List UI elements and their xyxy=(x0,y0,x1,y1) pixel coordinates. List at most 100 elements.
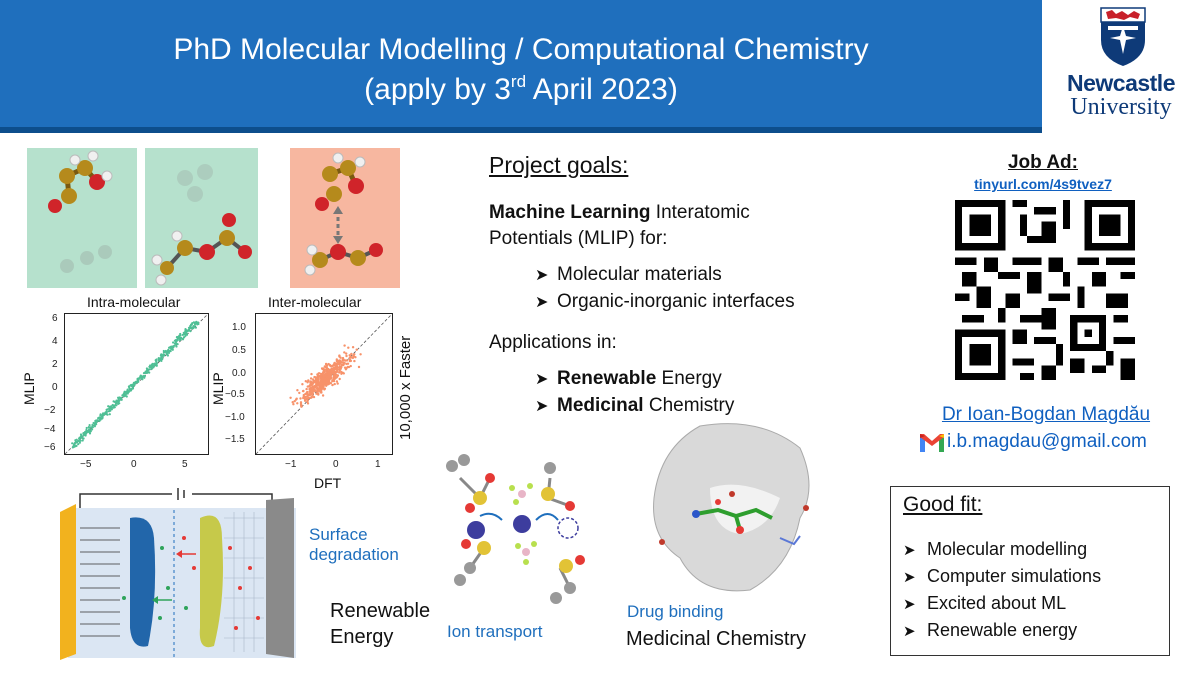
title-line-2: (apply by 3rd April 2023) xyxy=(364,72,678,106)
intra-point xyxy=(84,433,87,436)
inter-point xyxy=(302,393,305,397)
inter-point xyxy=(333,382,336,386)
inter-point xyxy=(339,360,342,363)
inter-point xyxy=(322,375,325,378)
intra-point xyxy=(87,426,90,429)
inter-point xyxy=(345,354,348,358)
intra-point xyxy=(106,413,109,416)
inter-point xyxy=(316,379,320,383)
inter-xtick: 1 xyxy=(375,459,381,470)
intra-point xyxy=(75,438,78,441)
job-ad-link[interactable]: tinyurl.com/4s9tvez7 xyxy=(974,176,1112,192)
intra-point xyxy=(125,391,128,394)
intra-point xyxy=(88,424,91,427)
intra-point xyxy=(117,402,120,405)
intra-point xyxy=(94,419,97,423)
inter-point xyxy=(327,375,330,378)
good-fit-box: Good fit: ➤Molecular modelling ➤Computer… xyxy=(890,486,1170,656)
inter-point xyxy=(344,359,347,362)
intra-point xyxy=(99,413,102,416)
arrow-bullet-icon: ➤ xyxy=(903,569,916,586)
inter-point xyxy=(299,397,302,400)
intra-point xyxy=(95,420,99,423)
intra-point xyxy=(131,387,135,390)
application-bullet: ➤Renewable Energy xyxy=(535,368,722,389)
inter-point xyxy=(312,380,315,384)
inter-point xyxy=(311,391,314,394)
fit-item: ➤Excited about ML xyxy=(903,593,1067,613)
inter-point xyxy=(317,393,320,396)
inter-point xyxy=(338,377,341,381)
contact-email[interactable]: i.b.magdau@gmail.com xyxy=(947,431,1147,452)
inter-point xyxy=(311,378,315,381)
mlip-description: Machine Learning Interatomic Potentials … xyxy=(489,202,750,249)
drug-binding-caption: Drug binding xyxy=(627,602,724,621)
university-logo: Newcastle University xyxy=(1042,0,1200,133)
inter-ytick: 0.0 xyxy=(232,368,246,379)
intra-point xyxy=(157,357,160,360)
intra-point xyxy=(98,419,101,422)
intra-xtick: 5 xyxy=(182,459,188,470)
intra-point xyxy=(77,443,80,446)
inter-point xyxy=(320,379,324,382)
intra-point xyxy=(189,324,192,328)
inter-point xyxy=(309,390,312,393)
author-name[interactable]: Dr Ioan-Bogdan Magdău xyxy=(941,404,1151,425)
inter-point xyxy=(340,370,343,374)
inter-point xyxy=(291,401,294,404)
molecule-panel-inter xyxy=(290,148,400,288)
inter-point xyxy=(313,375,316,379)
intra-point xyxy=(143,376,146,379)
intra-point xyxy=(172,341,175,344)
intra-point xyxy=(172,345,175,348)
intra-point xyxy=(102,412,105,415)
intra-point xyxy=(166,351,170,354)
inter-point xyxy=(312,388,316,392)
intra-point xyxy=(176,343,179,346)
inter-ytick: 0.5 xyxy=(232,345,246,356)
inter-point xyxy=(325,370,328,373)
inter-point xyxy=(353,359,356,363)
good-fit-heading: Good fit: xyxy=(903,493,983,516)
inter-point xyxy=(309,383,312,387)
inter-point xyxy=(309,377,313,380)
intra-point xyxy=(155,364,158,367)
intra-point xyxy=(187,329,190,332)
inter-plot-area xyxy=(255,313,393,455)
intra-point xyxy=(82,432,85,435)
intra-point xyxy=(192,325,195,328)
intra-point xyxy=(124,394,127,397)
inter-point xyxy=(343,351,346,354)
intra-point xyxy=(173,339,176,342)
molecule-panel-intra-1 xyxy=(27,148,137,288)
intra-point xyxy=(91,428,94,431)
inter-point xyxy=(329,382,333,385)
intra-ytick: 6 xyxy=(52,313,58,324)
intra-point xyxy=(110,406,113,410)
inter-point xyxy=(304,395,307,399)
job-ad-heading: Job Ad: xyxy=(1007,152,1078,173)
intra-point xyxy=(189,330,192,333)
qr-code[interactable] xyxy=(955,200,1135,380)
title-line-1: PhD Molecular Modelling / Computational … xyxy=(173,33,869,66)
inter-point xyxy=(296,402,299,405)
inter-point xyxy=(322,385,325,388)
fit-item: ➤Molecular modelling xyxy=(903,539,1088,559)
intra-point xyxy=(140,375,143,378)
inter-point xyxy=(289,396,292,399)
inter-point xyxy=(309,396,313,399)
intra-point xyxy=(78,438,81,441)
intra-point xyxy=(85,431,88,434)
inter-point xyxy=(292,403,295,406)
inter-point xyxy=(336,374,340,377)
arrow-bullet-icon: ➤ xyxy=(535,398,549,415)
intra-point xyxy=(85,426,88,430)
inter-point xyxy=(331,372,334,375)
inter-point xyxy=(298,391,301,395)
intra-point xyxy=(168,349,171,352)
intra-point xyxy=(140,377,143,380)
arrow-bullet-icon: ➤ xyxy=(903,596,916,613)
intra-point xyxy=(173,342,176,345)
inter-point xyxy=(316,390,319,393)
inter-point xyxy=(307,379,310,382)
